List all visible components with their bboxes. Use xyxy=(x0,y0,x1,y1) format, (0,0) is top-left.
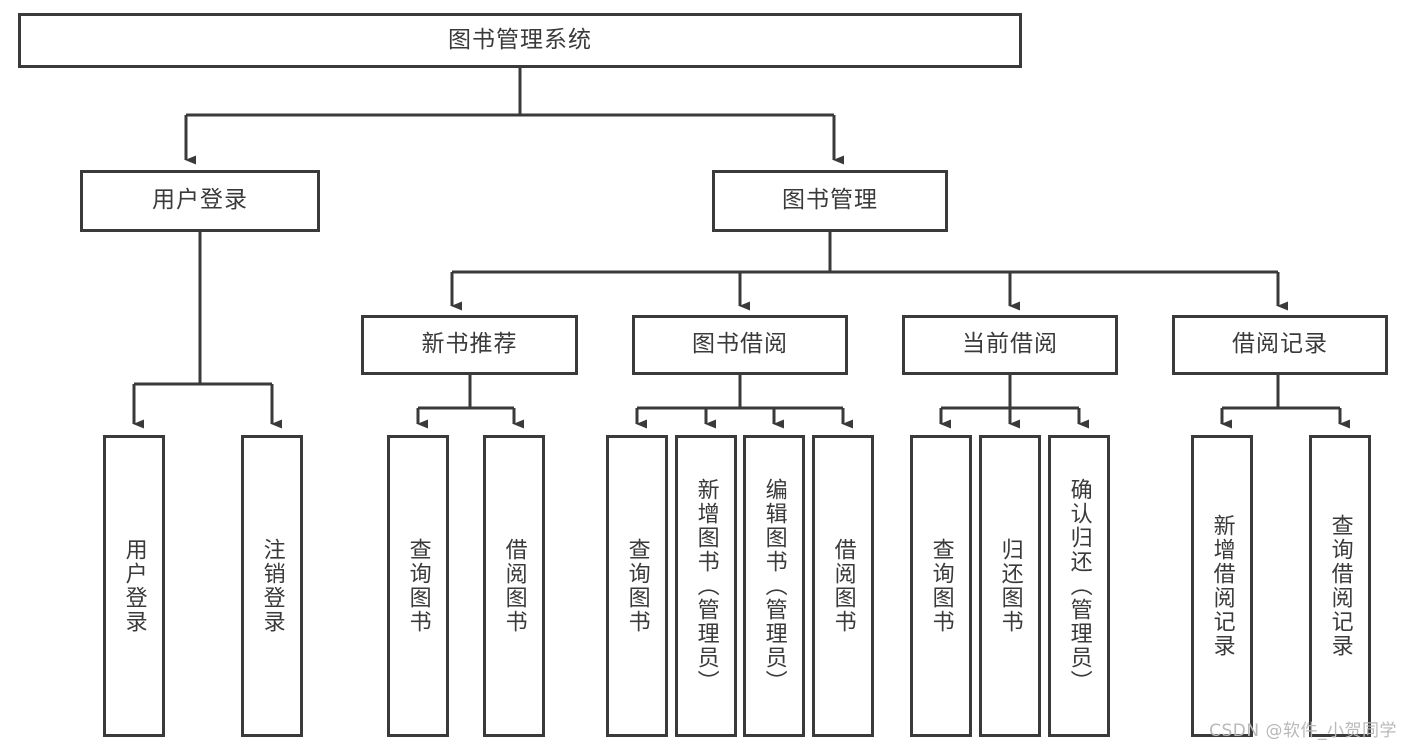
leaf-query-book-borrow[interactable]: 查询图书 xyxy=(606,435,668,737)
leaf-label: 新增借阅记录 xyxy=(1209,514,1235,658)
leaf-label: 新增图书（管理员） xyxy=(693,478,719,694)
node-root-book-management-system[interactable]: 图书管理系统 xyxy=(18,13,1022,68)
leaf-logout[interactable]: 注销登录 xyxy=(241,435,303,737)
node-new-book-recommend[interactable]: 新书推荐 xyxy=(361,315,578,375)
leaf-edit-book-admin[interactable]: 编辑图书（管理员） xyxy=(743,435,805,737)
leaf-label: 借阅图书 xyxy=(830,538,856,634)
leaf-add-borrow-record[interactable]: 新增借阅记录 xyxy=(1191,435,1253,737)
leaf-confirm-return-admin[interactable]: 确认归还（管理员） xyxy=(1048,435,1110,737)
leaf-borrow-book[interactable]: 借阅图书 xyxy=(812,435,874,737)
leaf-borrow-book-recommend[interactable]: 借阅图书 xyxy=(483,435,545,737)
node-user-login[interactable]: 用户登录 xyxy=(80,170,320,232)
node-current-borrow[interactable]: 当前借阅 xyxy=(902,315,1118,375)
leaf-label: 借阅图书 xyxy=(501,538,527,634)
leaf-user-login[interactable]: 用户登录 xyxy=(103,435,165,737)
leaf-query-book-recommend[interactable]: 查询图书 xyxy=(387,435,449,737)
leaf-add-book-admin[interactable]: 新增图书（管理员） xyxy=(675,435,737,737)
leaf-label: 查询图书 xyxy=(928,538,954,634)
leaf-label: 归还图书 xyxy=(997,538,1023,634)
leaf-query-borrow-record[interactable]: 查询借阅记录 xyxy=(1309,435,1371,737)
node-borrow-record[interactable]: 借阅记录 xyxy=(1172,315,1388,375)
leaf-label: 编辑图书（管理员） xyxy=(761,478,787,694)
leaf-label: 查询借阅记录 xyxy=(1327,514,1353,658)
leaf-label: 查询图书 xyxy=(624,538,650,634)
leaf-label: 注销登录 xyxy=(259,538,285,634)
leaf-label: 用户登录 xyxy=(121,538,147,634)
node-book-management[interactable]: 图书管理 xyxy=(712,170,948,232)
csdn-watermark: CSDN @软件_小贺同学 xyxy=(1209,721,1397,741)
leaf-label: 查询图书 xyxy=(405,538,431,634)
leaf-query-book-current[interactable]: 查询图书 xyxy=(910,435,972,737)
node-book-borrow[interactable]: 图书借阅 xyxy=(632,315,848,375)
leaf-return-book[interactable]: 归还图书 xyxy=(979,435,1041,737)
leaf-label: 确认归还（管理员） xyxy=(1066,478,1092,694)
